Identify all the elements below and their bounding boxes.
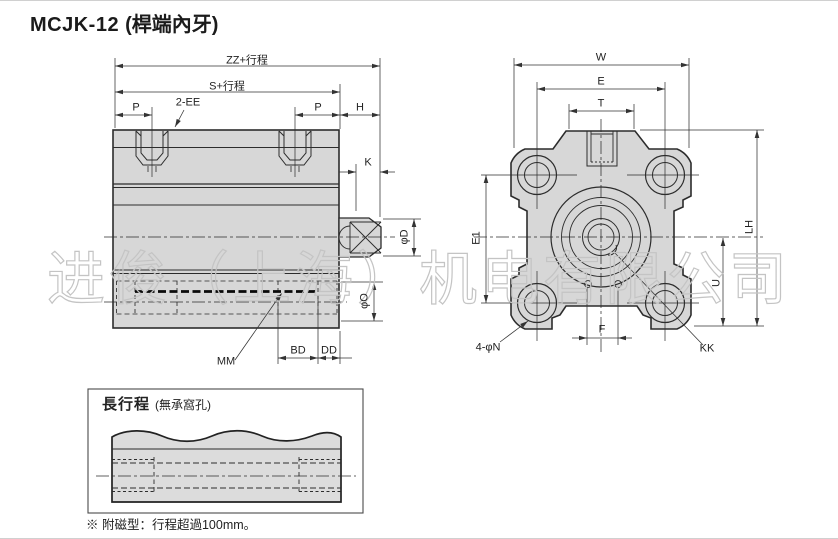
hole-crosshairs — [481, 82, 699, 341]
port-2 — [278, 107, 312, 177]
top-port-boss — [586, 131, 618, 167]
dim-label-2ee: 2-EE — [175, 96, 201, 109]
dim-label-kk: KK — [699, 342, 715, 355]
page-title: MCJK-12(桿端內牙) — [30, 8, 218, 37]
dim-label-phi-d: φD — [398, 229, 411, 245]
side-view-drawing — [104, 58, 421, 364]
cylinder-body-side — [112, 129, 340, 329]
dim-label-e: E — [597, 75, 605, 88]
dim-label-4n: 4-φN — [475, 341, 501, 354]
front-view-arrowheads — [483, 62, 760, 341]
long-stroke-heading: 長行程 (無承窩孔) — [102, 393, 211, 414]
watermark-text: 进俊（上海）机电有限公司 — [47, 247, 791, 312]
dim-label-lh: LH — [743, 219, 756, 235]
dim-label-s: S+行程 — [209, 80, 245, 93]
dim-label-dd: DD — [321, 344, 337, 357]
dim-label-zz: ZZ+行程 — [226, 54, 268, 67]
footnote: ※ 附磁型：行程超過100mm。 — [86, 518, 257, 532]
long-stroke-title: 長行程 — [102, 396, 151, 413]
dim-label-w: W — [595, 51, 607, 64]
dim-label-p-left: P — [132, 101, 140, 114]
long-stroke-drawing — [87, 388, 364, 514]
dim-label-phi-o: φO — [358, 293, 371, 309]
dim-label-mm: MM — [216, 355, 236, 368]
front-view-drawing — [474, 58, 764, 352]
dim-label-t: T — [597, 97, 605, 110]
dim-label-u: U — [710, 279, 723, 287]
port-1 — [135, 107, 169, 177]
dim-label-p-right: P — [314, 101, 322, 114]
front-view-dimension-lines — [485, 58, 764, 346]
dim-label-h: H — [356, 101, 364, 114]
long-stroke-subtitle: (無承窩孔) — [155, 398, 212, 412]
model-number: MCJK-12 — [30, 14, 120, 36]
title-suffix: (桿端內牙) — [125, 14, 219, 36]
dim-label-bd: BD — [290, 344, 306, 357]
dim-label-k: K — [364, 156, 372, 169]
side-view-arrowheads — [115, 63, 417, 361]
rod-end — [338, 217, 382, 258]
dim-label-f: F — [598, 323, 606, 336]
front-view-centerlines — [474, 119, 763, 352]
dim-label-e1: E1 — [470, 231, 483, 245]
side-view-centerlines — [104, 236, 395, 303]
